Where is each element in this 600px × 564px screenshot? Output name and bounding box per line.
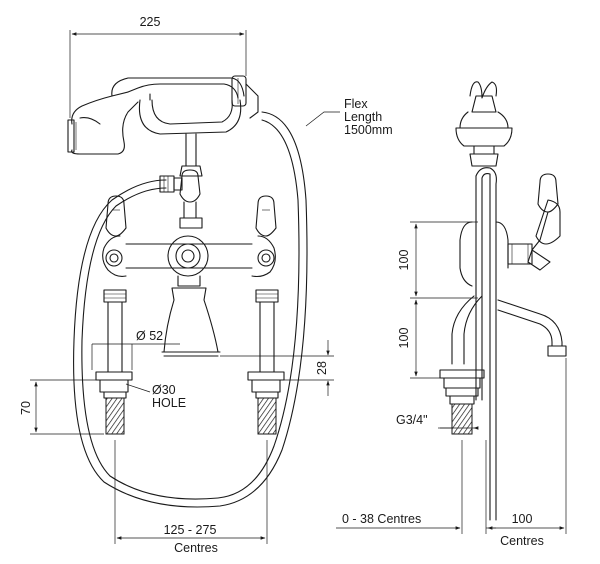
flex-label-2: Length (344, 110, 382, 124)
side-view: 100 100 G3/4" 0 - 38 Centres 100 Centres (336, 81, 567, 548)
hose-connector (159, 175, 183, 193)
right-lever (255, 195, 277, 237)
flex-label-1: Flex (344, 97, 368, 111)
front-view: 225 Flex Length 1500mm Ø 52 Ø30 HOLE (19, 15, 393, 555)
dim-thread-label: G3/4" (396, 413, 428, 427)
dim-reach-label: 100 (512, 512, 533, 526)
flex-label-3: 1500mm (344, 123, 393, 137)
dim-dia52: Ø 52 (91, 329, 180, 370)
dim-dia30-label: Ø30 (152, 383, 176, 397)
dim-100-upper-label: 100 (397, 250, 411, 271)
dim-100-lower-label: 100 (397, 328, 411, 349)
left-leg (95, 289, 133, 435)
dim-centres-range: 125 - 275 (164, 523, 217, 537)
dim-100-lower: 100 (397, 299, 440, 379)
side-base (439, 369, 485, 435)
dim-70-label: 70 (19, 401, 33, 415)
dim-thread: G3/4" (396, 413, 479, 430)
dim-100-upper: 100 (397, 221, 478, 299)
dim-offset-label: 0 - 38 Centres (342, 512, 421, 526)
dim-hole-label: HOLE (152, 396, 186, 410)
hand-shower (67, 75, 259, 177)
dim-225: 225 (69, 15, 247, 118)
dim-70: 70 (19, 379, 104, 435)
dim-offset: 0 - 38 Centres 100 Centres (336, 358, 567, 548)
side-hose (475, 167, 497, 521)
dim-centres: 125 - 275 Centres (114, 440, 268, 555)
left-lever (105, 195, 127, 237)
side-body (459, 173, 561, 287)
dim-225-label: 225 (140, 15, 161, 29)
right-leg (247, 289, 285, 435)
flex-length-note: Flex Length 1500mm (305, 97, 393, 137)
dim-28: 28 (220, 340, 334, 396)
flex-hose (73, 111, 308, 508)
dim-dia30: Ø30 HOLE (125, 383, 186, 410)
side-shower (455, 81, 513, 167)
dim-dia52-label: Ø 52 (136, 329, 163, 343)
side-spout (451, 295, 567, 365)
dim-28-label: 28 (315, 361, 329, 375)
mixer-body (102, 235, 276, 357)
dim-centres-label: Centres (174, 541, 218, 555)
diverter-lever (179, 169, 203, 229)
dim-reach-centres: Centres (500, 534, 544, 548)
